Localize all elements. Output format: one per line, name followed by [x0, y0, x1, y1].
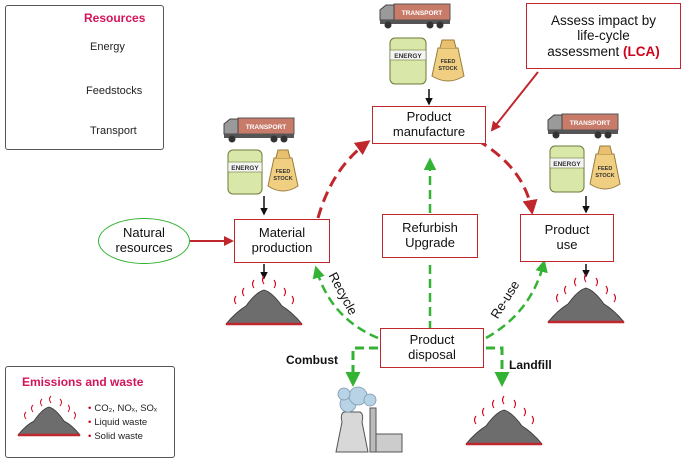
arrow-reuse	[485, 259, 548, 340]
arrow-manufacture-to-use	[476, 138, 538, 215]
emission-heap-icon	[465, 395, 543, 446]
arrow-material-to-manufacture	[316, 140, 371, 219]
svg-text:ENERGY: ENERGY	[394, 53, 422, 60]
svg-text:FEED: FEED	[441, 59, 456, 65]
arrow-recycle	[312, 265, 379, 340]
node-refurbish-line1: Refurbish	[402, 220, 458, 236]
node-product-disposal: Product disposal	[380, 328, 484, 368]
lca-note-box: Assess impact by life-cycle assessment (…	[526, 3, 681, 69]
lca-note-line1: Assess impact by	[550, 12, 657, 28]
svg-text:FEED: FEED	[598, 166, 613, 172]
svg-text:FEED: FEED	[276, 169, 291, 175]
transport-truck-icon: TRANSPORT	[379, 3, 451, 29]
arrow-combust	[345, 346, 378, 387]
emission-item-solid: •Solid waste	[88, 431, 143, 442]
legend-label-energy: Energy	[90, 41, 125, 53]
node-refurbish-upgrade: Refurbish Upgrade	[382, 214, 478, 258]
node-product-manufacture: Product manufacture	[372, 106, 486, 144]
svg-text:STOCK: STOCK	[438, 66, 457, 72]
energy-can-icon: ENERGY	[549, 145, 585, 193]
power-plant-icon	[335, 386, 403, 453]
lca-note-line3-prefix: assessment	[547, 43, 620, 59]
node-material-production: Material production	[234, 219, 330, 263]
svg-text:STOCK: STOCK	[595, 173, 614, 179]
node-product-manufacture-line2: manufacture	[392, 124, 466, 139]
emission-heap-icon	[17, 395, 81, 437]
arrow-lca-to-manufacture	[490, 71, 539, 132]
node-product-disposal-line1: Product	[409, 332, 455, 348]
node-natural-resources-line2: resources	[115, 240, 173, 255]
svg-text:ENERGY: ENERGY	[231, 165, 259, 172]
feedstock-bag-icon: FEED STOCK	[267, 149, 299, 192]
node-natural-resources-line1: Natural	[123, 225, 165, 241]
lca-note-line3: assessment (LCA)	[547, 44, 660, 60]
lca-note-line2: life-cycle	[577, 28, 630, 44]
svg-text:TRANSPORT: TRANSPORT	[402, 10, 442, 17]
node-material-production-line1: Material	[258, 225, 306, 241]
arrow-landfill	[486, 346, 510, 387]
flow-label-combust: Combust	[286, 353, 338, 367]
node-product-use: Product use	[520, 214, 614, 262]
lca-note-highlight: (LCA)	[623, 43, 660, 59]
svg-text:STOCK: STOCK	[273, 176, 292, 182]
energy-can-icon: ENERGY	[389, 37, 427, 85]
node-material-production-line2: production	[251, 240, 313, 255]
transport-truck-icon: TRANSPORT	[223, 117, 295, 143]
energy-can-icon: ENERGY	[227, 149, 263, 195]
emissions-legend-title: Emissions and waste	[22, 375, 144, 389]
feedstock-bag-icon: FEED STOCK	[431, 39, 465, 82]
legend-label-transport: Transport	[90, 125, 137, 137]
transport-truck-icon: TRANSPORT	[547, 113, 619, 139]
legend-label-feedstocks: Feedstocks	[86, 85, 143, 97]
node-product-disposal-line2: disposal	[408, 347, 456, 362]
node-product-use-line1: Product	[544, 222, 590, 238]
flow-label-landfill: Landfill	[509, 358, 552, 372]
node-natural-resources: Natural resources	[98, 218, 190, 264]
emission-item-gases: •CO₂, NOₓ, SOₓ	[88, 403, 158, 414]
resources-legend-title: Resources	[84, 11, 146, 25]
node-refurbish-line2: Upgrade	[405, 235, 455, 250]
resources-legend: Resources Energy Feedstocks Transport	[5, 5, 164, 150]
svg-text:TRANSPORT: TRANSPORT	[570, 120, 610, 127]
node-product-manufacture-line1: Product	[406, 109, 452, 125]
feedstock-bag-icon: FEED STOCK	[589, 145, 621, 190]
emission-heap-icon	[547, 273, 625, 324]
svg-text:ENERGY: ENERGY	[553, 161, 581, 168]
node-product-use-line2: use	[556, 237, 578, 252]
emission-heap-icon	[225, 275, 303, 326]
emission-item-liquid: •Liquid waste	[88, 417, 148, 428]
emissions-legend: Emissions and waste •CO₂, NOₓ, SOₓ •Liqu…	[5, 366, 175, 458]
svg-text:TRANSPORT: TRANSPORT	[246, 124, 286, 131]
